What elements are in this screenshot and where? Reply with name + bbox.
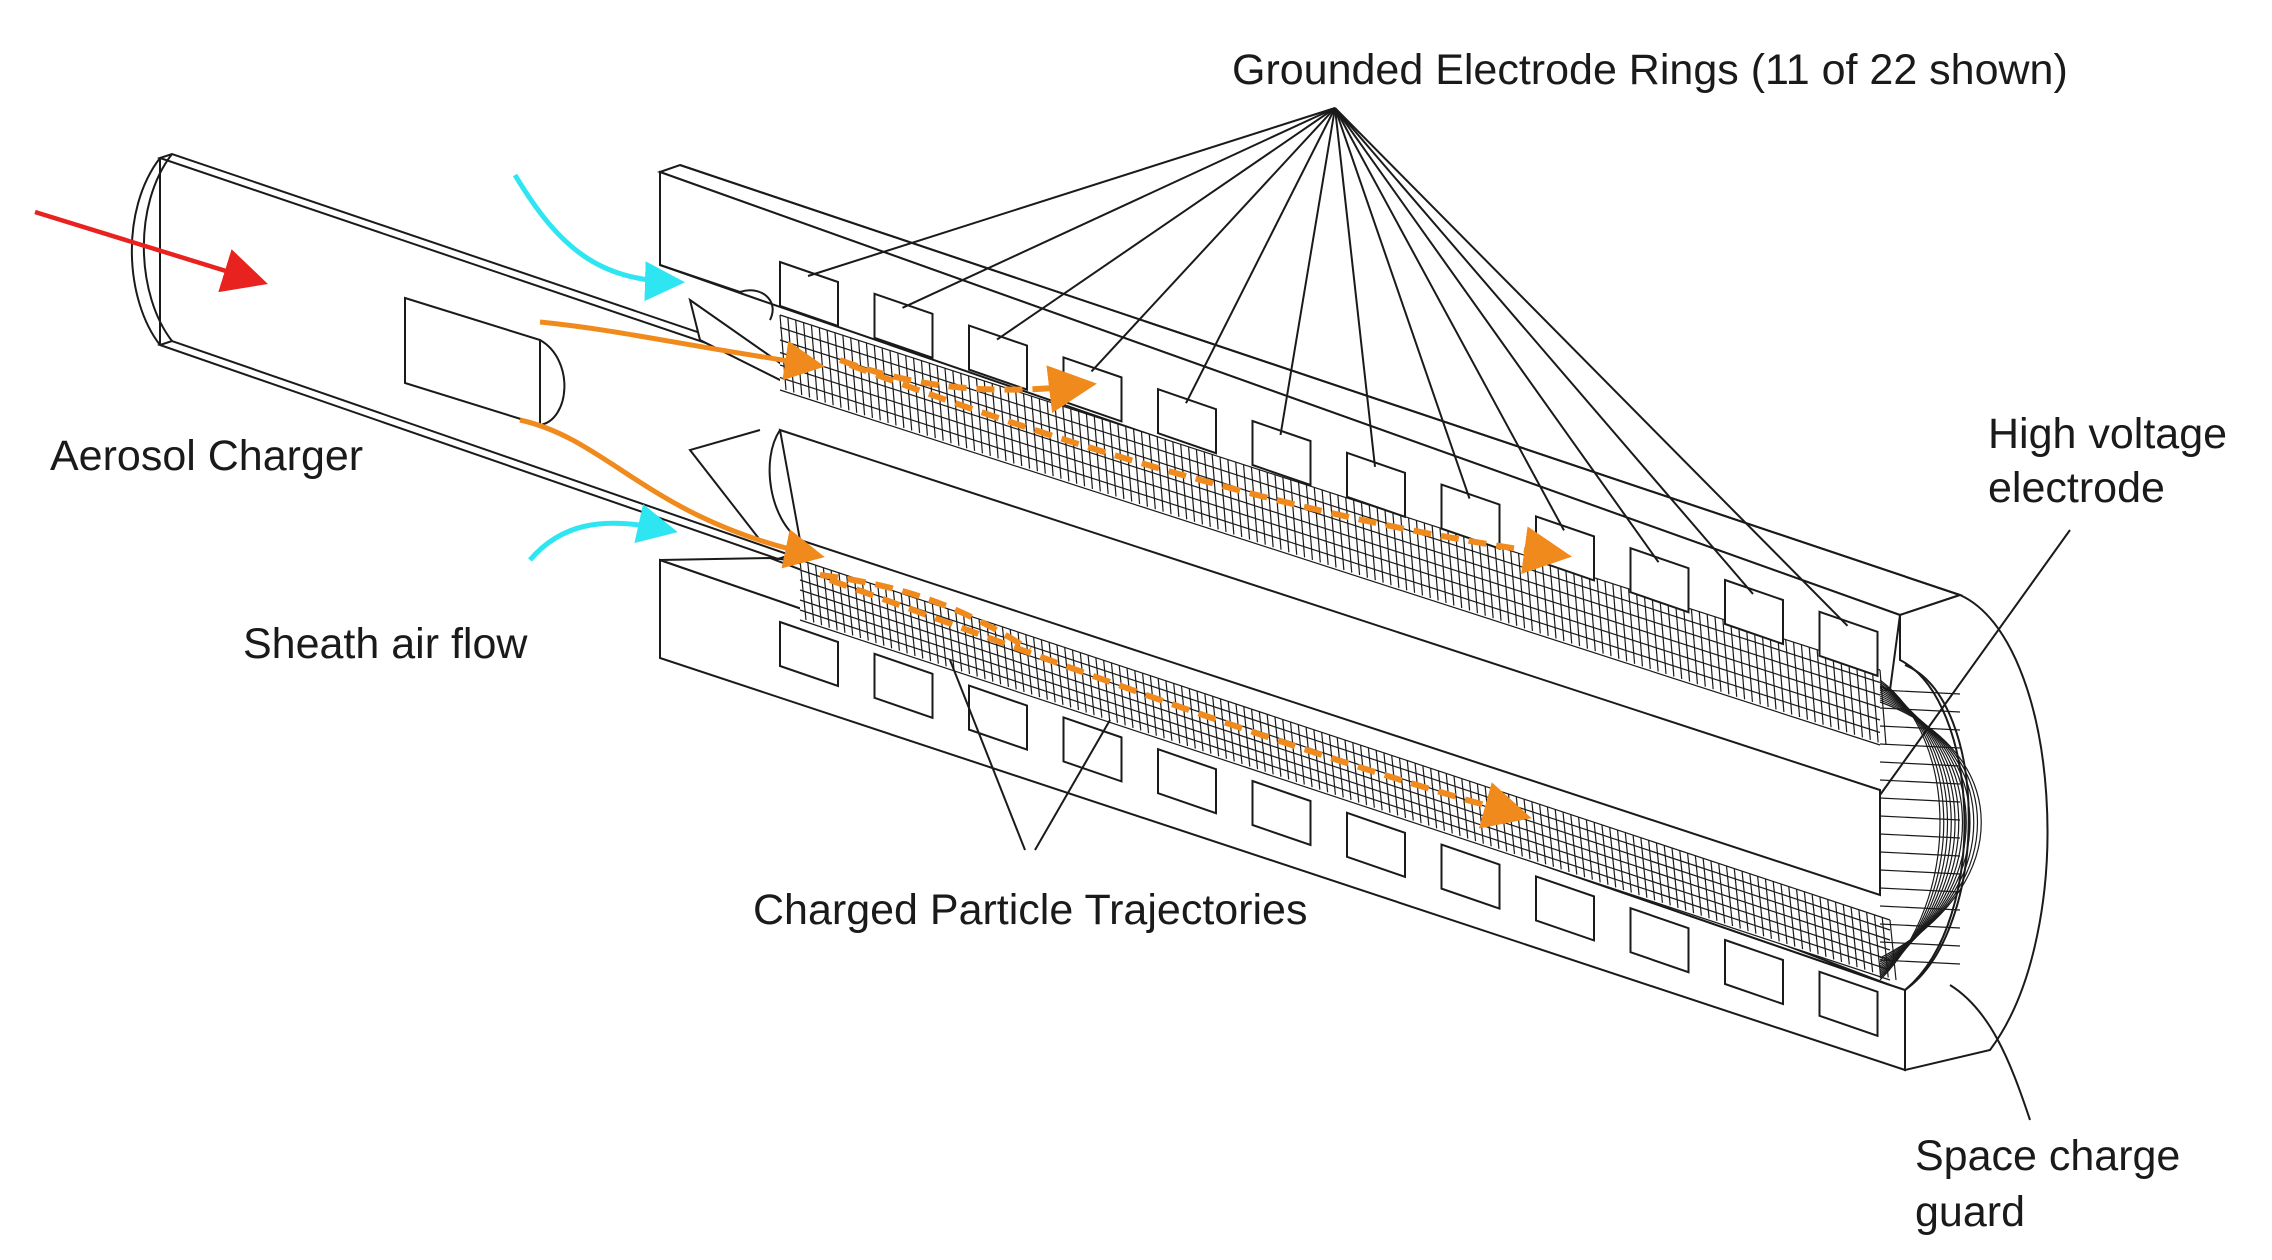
- space-charge-label-line1: Space charge: [1915, 1132, 2181, 1180]
- charged-trajectories-label: Charged Particle Trajectories: [753, 886, 1308, 934]
- lower-electrode-ring: [968, 684, 1028, 752]
- hv-leader-line: [1879, 529, 2071, 796]
- ring-leader-line: [1090, 107, 1336, 373]
- upper-mesh: [779, 314, 1887, 746]
- lower-electrode-ring: [1251, 779, 1312, 847]
- space-charge-label-line2: guard: [1915, 1188, 2025, 1236]
- grounded-rings-label: Grounded Electrode Rings (11 of 22 shown…: [1232, 46, 2068, 94]
- upper-electrode-ring: [1346, 451, 1406, 519]
- ring-leader-line: [902, 107, 1336, 309]
- lower-electrode-ring: [779, 620, 839, 688]
- ring-leader-line: [1334, 107, 1754, 595]
- trajectory-leader-line-2: [1034, 719, 1111, 851]
- callout-lines: [949, 529, 2071, 1121]
- upper-electrode-ring: [1251, 419, 1312, 487]
- space-charge-leader-line: [1949, 984, 2031, 1121]
- ring-leader-line: [1334, 107, 1376, 467]
- lower-electrode-ring: [1346, 811, 1406, 879]
- lower-electrode-ring: [1157, 747, 1217, 815]
- aerosol-charger-body: [404, 296, 566, 427]
- ring-leader-line: [1185, 107, 1336, 404]
- lower-electrode-ring: [1724, 938, 1784, 1006]
- upper-electrode-ring: [1724, 578, 1784, 646]
- aerosol-inflow-arrow: [34, 209, 268, 293]
- high-voltage-label-line1: High voltage: [1988, 410, 2228, 458]
- lower-electrode-ring: [1629, 906, 1690, 974]
- ring-leader-line: [1334, 107, 1565, 531]
- trajectory-leader-line-1: [949, 659, 1026, 851]
- upper-electrode-ring: [873, 292, 934, 360]
- upper-electrode-ring: [968, 324, 1028, 392]
- upper-electrode-ring: [1629, 546, 1690, 614]
- sheath-flow-arrows: [512, 173, 685, 562]
- aerosol-charger-label: Aerosol Charger: [50, 432, 364, 480]
- ring-leader-line: [1334, 107, 1849, 627]
- ring-leader-line: [807, 107, 1336, 277]
- ring-leader-line: [1334, 107, 1471, 499]
- high-voltage-label-line2: electrode: [1988, 464, 2165, 512]
- lower-electrode-rings: [779, 620, 1879, 1038]
- lower-electrode-ring: [1818, 970, 1879, 1038]
- charged-particle-trajectories: [819, 357, 1572, 829]
- lower-electrode-ring: [1535, 874, 1595, 942]
- upper-electrode-ring: [779, 260, 839, 328]
- ring-leader-line: [1334, 107, 1660, 563]
- lower-electrode-ring: [1440, 843, 1501, 911]
- particle-flow-arrows: [519, 319, 825, 569]
- upper-electrode-ring: [1157, 387, 1217, 455]
- upper-electrode-ring: [1818, 610, 1879, 678]
- ring-leader-lines: [807, 107, 1849, 627]
- sheath-air-flow-label: Sheath air flow: [243, 620, 528, 668]
- ring-leader-line: [1279, 107, 1336, 436]
- ring-leader-line: [996, 107, 1336, 341]
- inlet-tube: [130, 152, 794, 561]
- lower-electrode-ring: [873, 652, 934, 720]
- end-mesh: [1879, 679, 1982, 981]
